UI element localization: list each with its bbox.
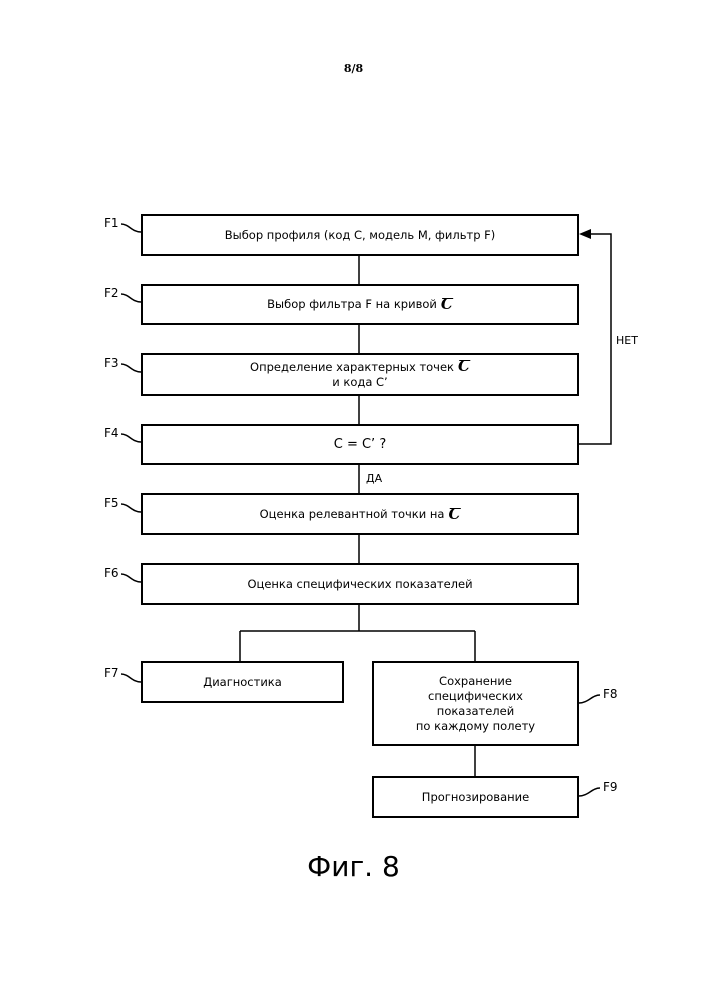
- arrowhead-no-loop: [579, 229, 591, 239]
- step-label-f1: F1: [104, 216, 119, 230]
- leader-f6: [121, 574, 141, 582]
- step-label-f9: F9: [603, 780, 618, 794]
- step-text-f4: C = C’ ?: [334, 437, 386, 452]
- leader-f9: [579, 788, 600, 796]
- step-text-f2: Выбор фильтра F на кривой: [267, 297, 437, 312]
- edge-label-yes: ДА: [366, 472, 382, 485]
- step-label-f8: F8: [603, 687, 618, 701]
- step-text-f8-line1: Сохранение: [416, 674, 535, 689]
- step-box-f5: Оценка релевантной точки наꞆ: [141, 493, 579, 535]
- step-label-f5: F5: [104, 496, 119, 510]
- leader-f1: [121, 224, 141, 232]
- leader-f3: [121, 364, 141, 372]
- step-text-f3-line1: Определение характерных точек: [250, 360, 454, 374]
- step-box-f8: Сохранение специфических показателей по …: [372, 661, 579, 746]
- step-text-f9: Прогнозирование: [422, 790, 529, 805]
- step-label-f3: F3: [104, 356, 119, 370]
- step-text-f5: Оценка релевантной точки на: [260, 507, 445, 522]
- leader-f8: [579, 695, 600, 703]
- leader-f5: [121, 504, 141, 512]
- curve-symbol: Ꞇ: [448, 507, 460, 522]
- leader-f4: [121, 434, 141, 442]
- step-box-f7: Диагностика: [141, 661, 344, 703]
- step-text-f7: Диагностика: [203, 675, 282, 690]
- step-label-f4: F4: [104, 426, 119, 440]
- step-label-f7: F7: [104, 666, 119, 680]
- step-text-f8-line4: по каждому полету: [416, 719, 535, 734]
- step-box-f3: Определение характерных точек Ꞇ и кода C’: [141, 353, 579, 396]
- leader-f2: [121, 294, 141, 302]
- step-box-f9: Прогнозирование: [372, 776, 579, 818]
- step-box-f4: C = C’ ?: [141, 424, 579, 465]
- step-text-f8-line2: специфических: [416, 689, 535, 704]
- step-box-f2: Выбор фильтра F на кривой Ꞇ: [141, 284, 579, 325]
- step-text-f6: Оценка специфических показателей: [247, 577, 472, 592]
- figure-caption: Фиг. 8: [0, 850, 707, 883]
- step-box-f6: Оценка специфических показателей: [141, 563, 579, 605]
- step-text-f1: Выбор профиля (код C, модель M, фильтр F…: [225, 228, 496, 243]
- curve-symbol: Ꞇ: [441, 297, 453, 312]
- connector-no-loop: [579, 234, 611, 444]
- step-text-f3-line2: и кода C’: [250, 375, 470, 390]
- leader-f7: [121, 674, 141, 682]
- curve-symbol: Ꞇ: [458, 357, 470, 375]
- edge-label-no: НЕТ: [616, 334, 638, 347]
- step-label-f2: F2: [104, 286, 119, 300]
- step-text-f8-line3: показателей: [416, 704, 535, 719]
- step-label-f6: F6: [104, 566, 119, 580]
- step-box-f1: Выбор профиля (код C, модель M, фильтр F…: [141, 214, 579, 256]
